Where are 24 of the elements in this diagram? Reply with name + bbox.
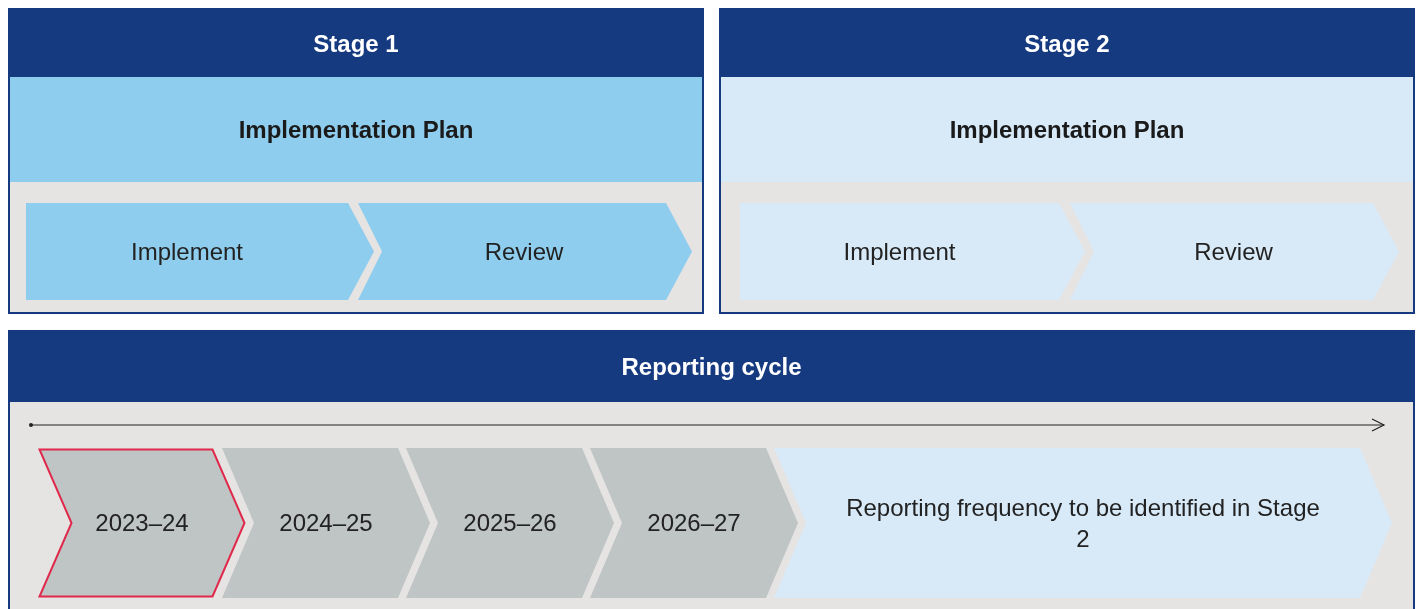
step-label: Implement [842, 236, 957, 267]
chevron-step [38, 448, 246, 598]
chevron-step [222, 448, 430, 598]
chevron-step [26, 203, 374, 300]
stage-panel [8, 8, 704, 314]
chevron-step [406, 448, 614, 598]
chevron-step [358, 203, 692, 300]
step-label: Review [1193, 236, 1274, 267]
stage-panel [8, 330, 1415, 609]
plan-band: Implementation Plan [10, 77, 702, 182]
step-label: 2024–25 [278, 508, 374, 539]
stage-panel [719, 8, 1415, 314]
step-label: Implement [129, 236, 244, 267]
chevron-step [774, 448, 1392, 598]
step-label: 2026–27 [646, 508, 742, 539]
panel-header: Reporting cycle [10, 332, 1413, 402]
step-label: 2023–24 [94, 508, 190, 539]
step-label: Reporting frequency to be identified in Stage 2 [845, 492, 1321, 554]
step-label: 2025–26 [462, 508, 558, 539]
chevron-step [590, 448, 798, 598]
plan-band: Implementation Plan [721, 77, 1413, 182]
panel-header: Stage 2 [721, 10, 1413, 78]
panel-header: Stage 1 [10, 10, 702, 78]
step-label: Review [483, 236, 565, 267]
